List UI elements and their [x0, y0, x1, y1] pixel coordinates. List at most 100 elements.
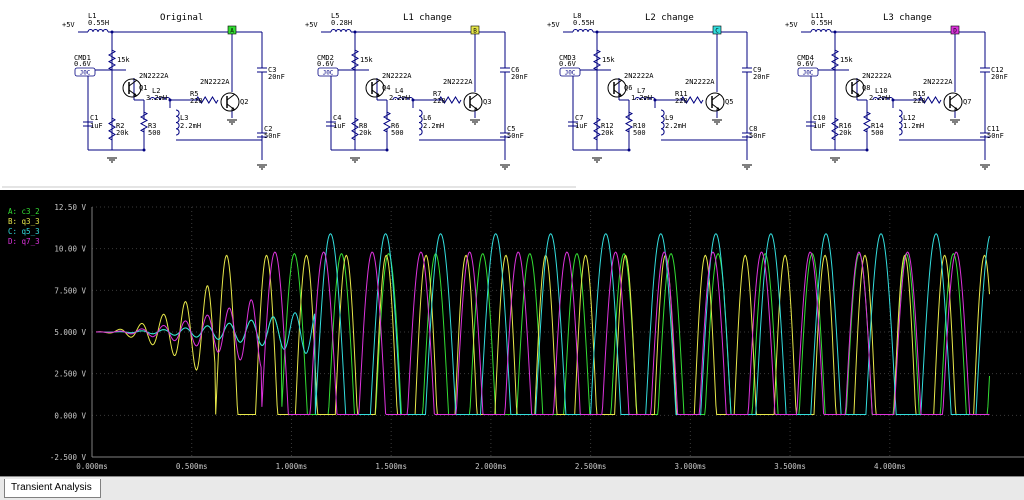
x-tick-label: 3.000ms	[675, 462, 707, 471]
l-in-name: L5	[331, 12, 339, 20]
r-link-value: 220	[433, 97, 446, 105]
r-e-name: R6	[391, 122, 399, 130]
r-e-name: R10	[633, 122, 646, 130]
c-bot-name: C11	[987, 125, 1000, 133]
x-tick-label: 3.500ms	[774, 462, 806, 471]
r-e-value: 500	[391, 129, 404, 137]
l-mid-name: L4	[395, 87, 403, 95]
c-bot-value: 50nF	[507, 132, 524, 140]
r-e-name: R14	[871, 122, 884, 130]
cmd-name: CMD1	[74, 54, 91, 62]
c-bot-value: 50nF	[264, 132, 281, 140]
q-a-name: Q6	[624, 84, 632, 92]
x-tick-label: 2.000ms	[475, 462, 507, 471]
c-bot-value: 50nF	[749, 132, 766, 140]
l-in-value: 0.55H	[88, 19, 109, 27]
c-top-name: C6	[511, 66, 519, 74]
c-top-value: 20nF	[753, 73, 770, 81]
r-base-value: 20k	[839, 129, 852, 137]
schematic-horizontal-scrollbar[interactable]	[0, 181, 1024, 190]
l-shunt-value: 2.2mH	[180, 122, 201, 130]
circuit-title: L3 change	[883, 13, 932, 23]
cmd-tag: J0C	[80, 70, 91, 77]
l-mid-value: 1.2mH	[631, 94, 652, 102]
analysis-tab-bar: Transient Analysis	[0, 476, 1024, 500]
q-b-name: Q2	[240, 98, 248, 106]
cmd-value: 0.6V	[559, 60, 577, 68]
supply-label: +5V	[547, 21, 560, 29]
legend-entry: D: q7_3	[8, 237, 40, 246]
waveform-b	[96, 254, 990, 415]
c-top-value: 20nF	[511, 73, 528, 81]
y-tick-label: 12.50 V	[54, 203, 86, 212]
c-top-value: 20nF	[268, 73, 285, 81]
r-link-name: R7	[433, 90, 441, 98]
y-tick-label: 2.500 V	[54, 370, 86, 379]
supply-label: +5V	[785, 21, 798, 29]
circuit-title: L2 change	[645, 13, 694, 23]
probe-marker	[470, 25, 480, 35]
c-base-name: C4	[333, 114, 341, 122]
cmd-name: CMD4	[797, 54, 814, 62]
c-bot-name: C2	[264, 125, 272, 133]
l-in-name: L8	[573, 12, 581, 20]
tab-transient-analysis[interactable]: Transient Analysis	[4, 479, 101, 498]
r-base-value: 20k	[601, 129, 614, 137]
q-a-name: Q1	[139, 84, 147, 92]
legend-entry: A: c3_2	[8, 207, 40, 216]
probe-label: A	[230, 28, 234, 35]
q-b-part: 2N2222A	[685, 78, 715, 86]
l-in-value: 0.55H	[811, 19, 832, 27]
circuit-title: Original	[160, 13, 203, 23]
q-b-part: 2N2222A	[443, 78, 473, 86]
y-tick-label: 5.000 V	[54, 328, 86, 337]
legend-entry: B: q3_3	[8, 217, 40, 226]
q-b-part: 2N2222A	[200, 78, 230, 86]
r-base-name: R16	[839, 122, 852, 130]
r-e-value: 500	[148, 129, 161, 137]
probe-label: C	[715, 28, 719, 35]
c-base-value: 1uF	[333, 122, 346, 130]
c-top-name: C12	[991, 66, 1004, 74]
cmd-tag: J0C	[565, 70, 576, 77]
r-base-name: R2	[116, 122, 124, 130]
r-e-value: 500	[633, 129, 646, 137]
supply-label: +5V	[62, 21, 75, 29]
r-link-name: R5	[190, 90, 198, 98]
c-top-name: C9	[753, 66, 761, 74]
q-b-name: Q3	[483, 98, 491, 106]
r-link-name: R15	[913, 90, 926, 98]
cmd-value: 0.6V	[317, 60, 335, 68]
r-bias-value: 15k	[360, 56, 373, 64]
c-base-name: C10	[813, 114, 826, 122]
cmd-tag: J0C	[323, 70, 334, 77]
c-base-name: C7	[575, 114, 583, 122]
r-base-name: R12	[601, 122, 614, 130]
c-base-name: C1	[90, 114, 98, 122]
c-base-value: 1uF	[813, 122, 826, 130]
x-tick-label: 1.500ms	[375, 462, 407, 471]
cmd-box	[797, 67, 819, 77]
l-mid-name: L7	[637, 87, 645, 95]
l-in-value: 0.28H	[331, 19, 352, 27]
l-shunt-name: L3	[180, 114, 188, 122]
q-a-name: Q4	[382, 84, 390, 92]
l-shunt-name: L12	[903, 114, 916, 122]
c-top-name: C3	[268, 66, 276, 74]
x-tick-label: 4.000ms	[874, 462, 906, 471]
l-shunt-value: 1.2mH	[903, 122, 924, 130]
cmd-name: CMD3	[559, 54, 576, 62]
q-a-name: Q8	[862, 84, 870, 92]
cmd-box	[74, 67, 96, 77]
supply-label: +5V	[305, 21, 318, 29]
c-bot-value: 50nF	[987, 132, 1004, 140]
cmd-value: 0.6V	[74, 60, 92, 68]
r-e-value: 500	[871, 129, 884, 137]
cmd-tag: J0C	[803, 70, 814, 77]
